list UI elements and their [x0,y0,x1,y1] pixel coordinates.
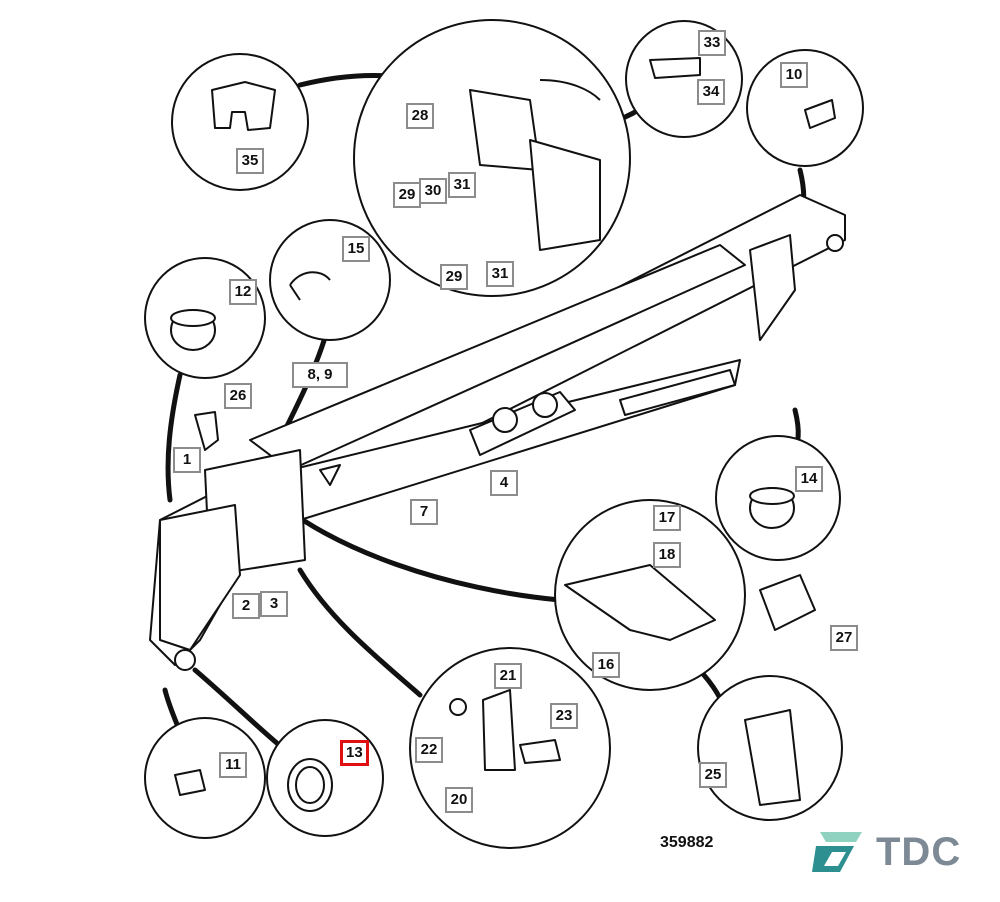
callout-30[interactable]: 30 [419,178,447,204]
callout-20[interactable]: 20 [445,787,473,813]
callout-27[interactable]: 27 [830,625,858,651]
callout-26[interactable]: 26 [224,383,252,409]
tdc-logo: TDC [810,826,985,882]
callout-31b[interactable]: 31 [486,261,514,287]
callout-22[interactable]: 22 [415,737,443,763]
callout-25[interactable]: 25 [699,762,727,788]
boom-assembly [149,194,846,671]
callout-29a[interactable]: 29 [393,182,421,208]
callout-17[interactable]: 17 [653,505,681,531]
callout-29b[interactable]: 29 [440,264,468,290]
callout-31a[interactable]: 31 [448,172,476,198]
callout-28[interactable]: 28 [406,103,434,129]
callout-23[interactable]: 23 [550,703,578,729]
drawing-number: 359882 [660,834,714,851]
callout-3[interactable]: 3 [260,591,288,617]
callout-2[interactable]: 2 [232,593,260,619]
callout-16[interactable]: 16 [592,652,620,678]
callout-18[interactable]: 18 [653,542,681,568]
callout-10[interactable]: 10 [780,62,808,88]
callout-21[interactable]: 21 [494,663,522,689]
callout-8-9[interactable]: 8, 9 [292,362,348,388]
tdc-logo-icon [812,832,862,872]
part-icons [170,57,836,812]
callout-15[interactable]: 15 [342,236,370,262]
tdc-logo-text: TDC [876,830,962,874]
callout-11[interactable]: 11 [219,752,247,778]
callout-33[interactable]: 33 [698,30,726,56]
callout-35[interactable]: 35 [236,148,264,174]
callout-12[interactable]: 12 [229,279,257,305]
callout-13-selected[interactable]: 13 [340,740,369,766]
callout-4[interactable]: 4 [490,470,518,496]
callout-1[interactable]: 1 [173,447,201,473]
callout-7[interactable]: 7 [410,499,438,525]
callout-34[interactable]: 34 [697,79,725,105]
callout-14[interactable]: 14 [795,466,823,492]
